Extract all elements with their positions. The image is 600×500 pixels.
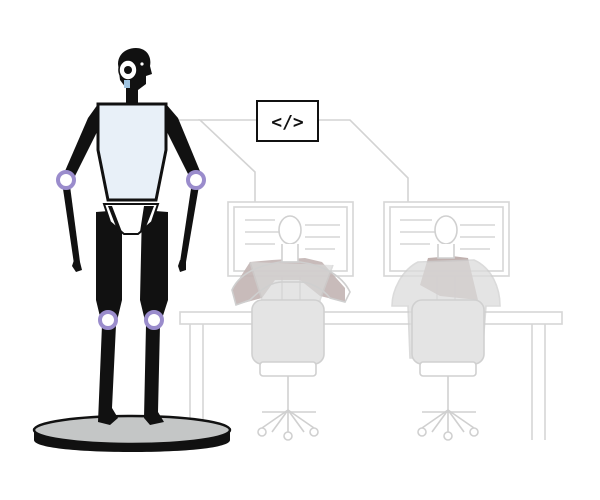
robot-joint-left-knee — [98, 310, 118, 330]
robot-right-arm — [166, 104, 202, 182]
office-chair-icon — [251, 299, 325, 441]
robot — [56, 48, 206, 425]
robot-head — [118, 48, 152, 90]
robot-joint-left-shoulder — [56, 170, 76, 190]
robot-joint-right-knee — [144, 310, 164, 330]
code-brackets-icon — [256, 100, 319, 142]
robot-joint-right-shoulder — [186, 170, 206, 190]
code-box: </> — [256, 100, 319, 142]
code-tag-text: </> — [271, 112, 304, 133]
office-chair-icon — [411, 299, 485, 441]
head — [278, 215, 302, 245]
head — [434, 215, 458, 245]
robot-neck — [126, 86, 138, 104]
connector-lines — [175, 119, 409, 202]
desk — [179, 311, 563, 440]
robot-torso — [96, 102, 168, 202]
robot-left-arm — [62, 104, 98, 182]
robot-platform — [32, 414, 232, 452]
